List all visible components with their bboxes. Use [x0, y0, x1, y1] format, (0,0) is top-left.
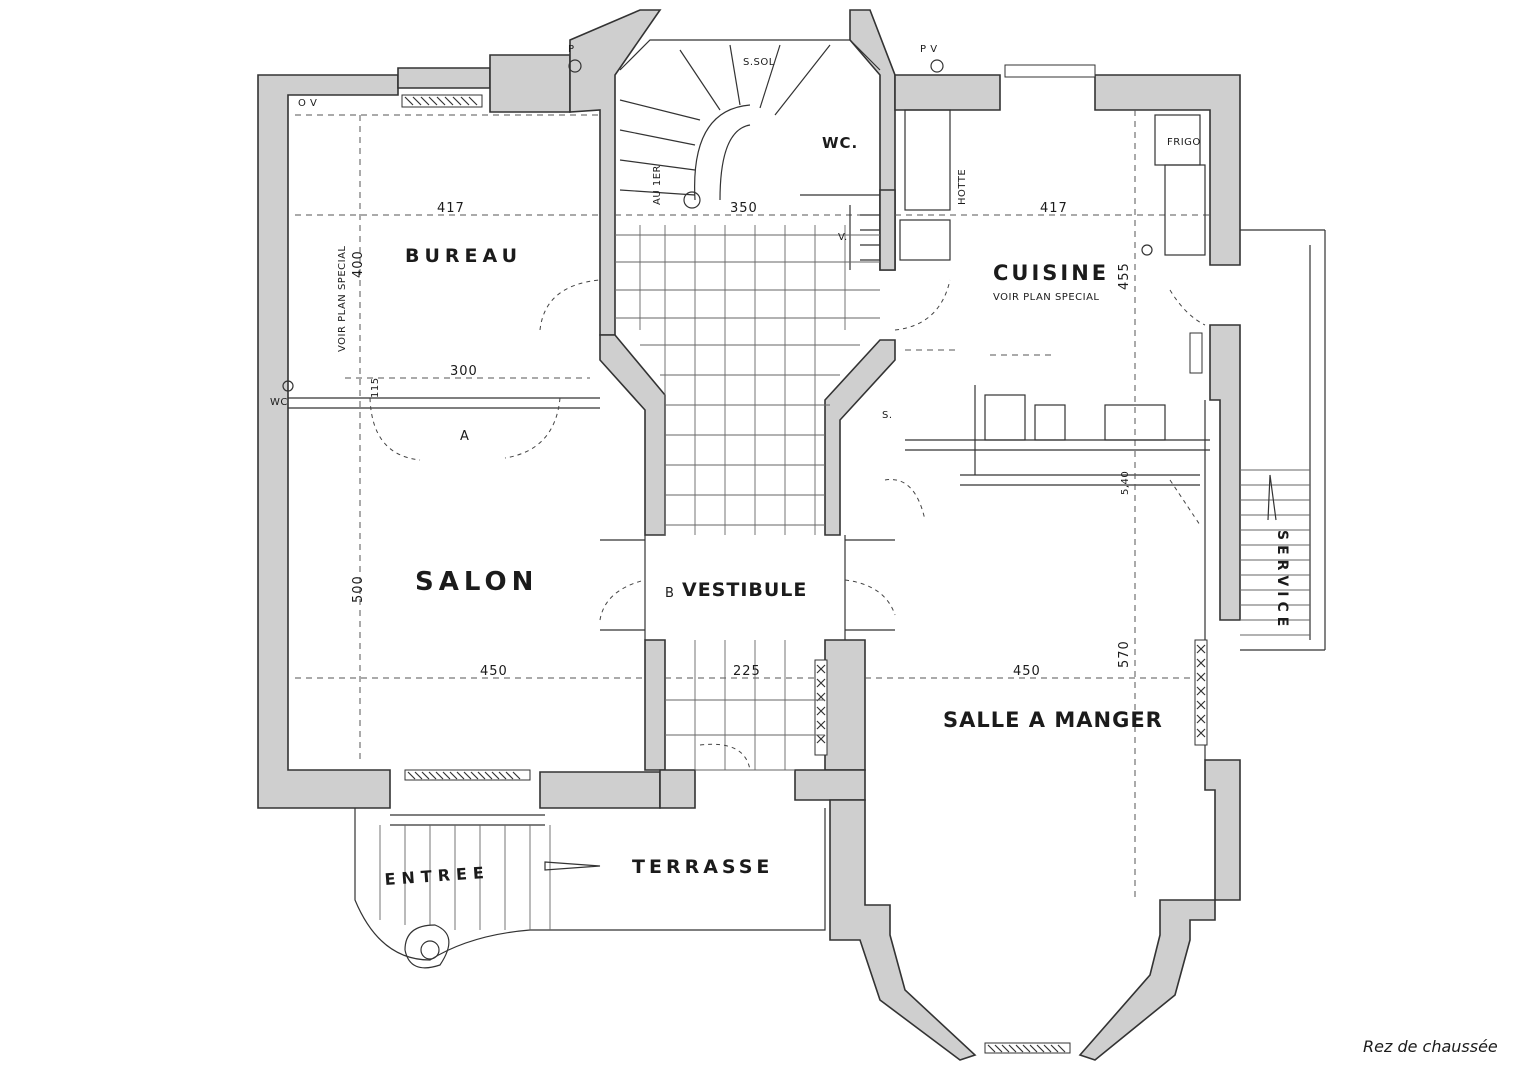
- dim-salle-width: 450: [1013, 664, 1041, 679]
- bureau-note: VOIR PLAN SPECIAL: [337, 246, 348, 352]
- mark-pv: P V: [920, 44, 938, 55]
- dim-salle-height: 570: [1117, 640, 1132, 668]
- dim-stair-width: 350: [730, 201, 758, 216]
- mark-s: S.: [882, 410, 893, 421]
- dim-salon-height: 500: [351, 575, 366, 603]
- dim-cuisine-width: 417: [1040, 201, 1068, 216]
- windows: [401, 64, 1208, 1054]
- vestibule-tiles: [600, 225, 895, 771]
- dim-opening-width: 300: [450, 364, 478, 379]
- room-label-terrasse: TERRASSE: [632, 856, 773, 878]
- dim-passage-width: 5,40: [1120, 471, 1131, 495]
- dimension-labels: 417 400 350 417 455 300 115 500 450 225 …: [351, 201, 1132, 679]
- cuisine-note: VOIR PLAN SPECIAL: [993, 292, 1099, 303]
- partitions: [288, 110, 1326, 961]
- room-label-salle-a-manger: SALLE A MANGER: [943, 708, 1163, 732]
- marks: A B S. P P V O V V.: [282, 44, 1153, 601]
- staircase: [619, 39, 881, 270]
- mark-a: A: [460, 429, 470, 444]
- room-label-bureau: BUREAU: [405, 245, 522, 267]
- room-labels: BUREAU SALON VESTIBULE CUISINE VOIR PLAN…: [270, 57, 1290, 889]
- dim-bureau-width: 417: [437, 201, 465, 216]
- dim-salon-width: 450: [480, 664, 508, 679]
- walls: [257, 9, 1241, 1061]
- dim-small: 115: [370, 377, 381, 398]
- room-label-salon: SALON: [415, 567, 538, 597]
- label-wc-left: WC: [270, 397, 288, 408]
- door-swings: [369, 279, 1206, 771]
- room-label-entree: ENTREE: [384, 863, 490, 889]
- label-wc-top: WC.: [822, 134, 858, 152]
- kitchen-fittings: [899, 109, 1206, 441]
- mark-p: P: [568, 44, 575, 55]
- mark-b: B: [665, 586, 675, 601]
- terrace-steps: [379, 825, 601, 969]
- plan-caption: Rez de chaussée: [1363, 1037, 1498, 1056]
- mark-ov: O V: [298, 98, 317, 109]
- room-label-cuisine: CUISINE: [993, 261, 1109, 285]
- dim-cuisine-height: 455: [1117, 262, 1132, 290]
- label-frigo: FRIGO: [1167, 137, 1201, 148]
- dim-bureau-height: 400: [351, 250, 366, 278]
- dim-vestibule-width: 225: [733, 664, 761, 679]
- label-s-sol: S.SOL: [743, 57, 775, 68]
- label-au-1er: AU 1ER: [652, 165, 663, 205]
- room-label-service: SERVICE: [1274, 530, 1290, 631]
- mark-v: V.: [838, 232, 848, 243]
- room-label-vestibule: VESTIBULE: [682, 579, 807, 601]
- service-steps: [1240, 469, 1310, 636]
- label-hotte: HOTTE: [957, 169, 968, 205]
